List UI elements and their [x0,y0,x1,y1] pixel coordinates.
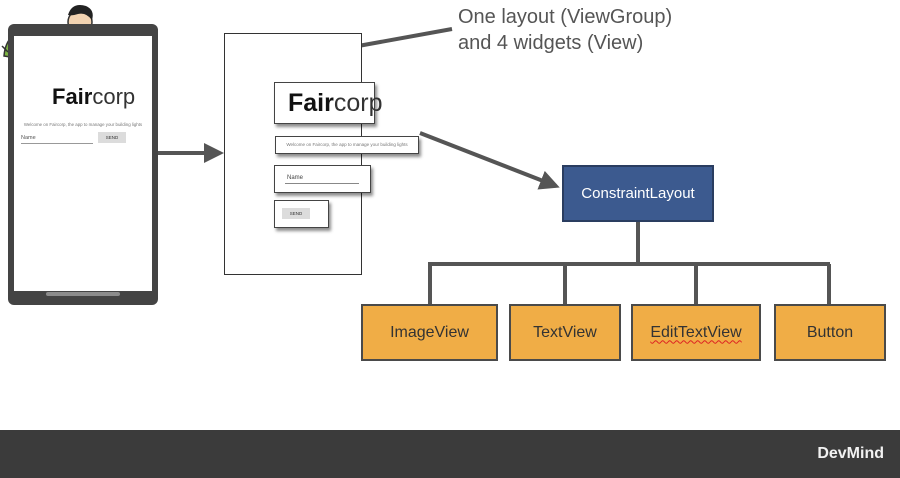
wire-send-button[interactable]: SEND [282,208,310,219]
wire-name-field[interactable]: Name [285,173,359,184]
button-node: Button [774,304,886,361]
annotation-line-1: One layout (ViewGroup) [458,6,673,28]
edittextview-node: EditTextView [631,304,761,361]
phone-faircorp-logo: Faircorp [52,84,136,109]
textview-node: TextView [509,304,621,361]
constraintlayout-node: ConstraintLayout [562,165,714,222]
phone-send-button[interactable]: SEND [98,132,126,143]
edittextview-label: EditTextView [650,323,742,341]
layout-wireframe [224,33,362,275]
phone-home-bar [46,292,120,296]
arrow-wireframe-to-root [419,131,560,190]
wire-button-box: SEND [274,200,329,228]
footer-bar [0,430,900,478]
wire-edittext-box: Name [274,165,371,193]
phone-welcome-text: Welcome on Faircorp, the app to manage y… [23,122,143,127]
phone-screen: Faircorp Welcome on Faircorp, the app to… [14,36,152,291]
devmind-brand: DevMind [817,445,884,462]
phone-name-field[interactable]: Name [21,133,93,144]
phone-mockup: Faircorp Welcome on Faircorp, the app to… [8,24,158,305]
annotation-text: One layout (ViewGroup) and 4 widgets (Vi… [458,4,672,56]
wire-textview-welcome: Welcome on Faircorp, the app to manage y… [275,136,419,154]
wire-faircorp-logo: Faircorp [288,89,383,117]
imageview-node: ImageView [361,304,498,361]
annotation-line-2: and 4 widgets (View) [458,32,644,54]
wire-imageview-logo: Faircorp [274,82,383,124]
